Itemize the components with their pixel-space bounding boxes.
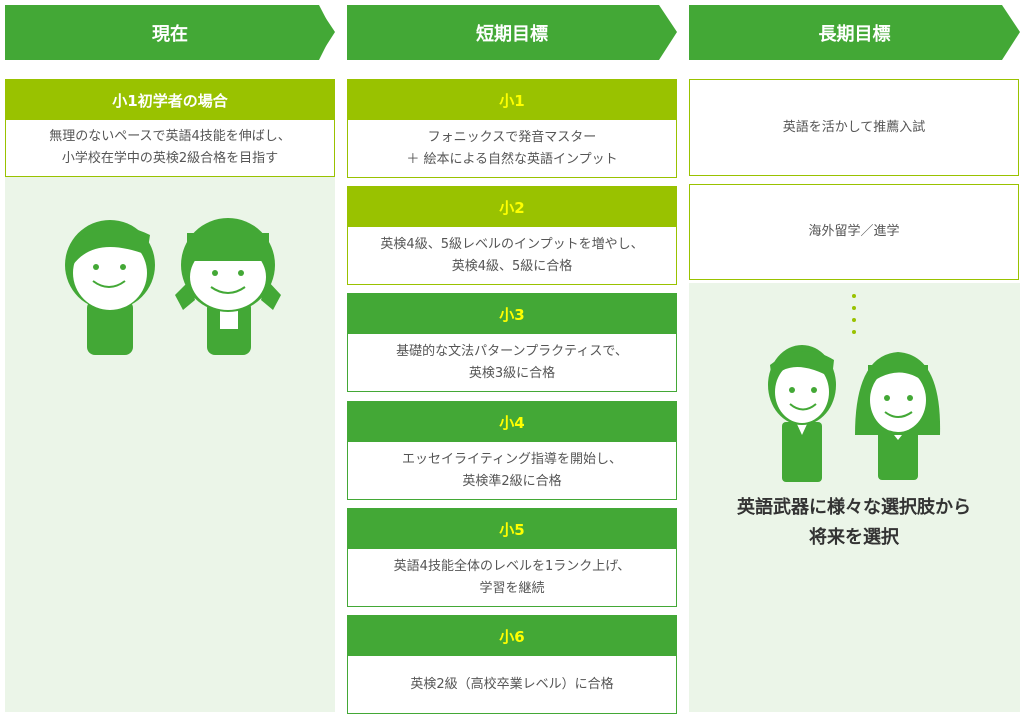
- current-card: 小1初学者の場合 無理のないペースで英語4技能を伸ばし、 小学校在学中の英検2級…: [5, 79, 335, 177]
- card-body: フォニックスで発音マスター ＋ 絵本による自然な英語インプット: [406, 129, 618, 167]
- card-body: 英検4級、5級レベルのインプットを増やし、 英検4級、5級に合格: [380, 236, 644, 274]
- header-current: 現在: [5, 5, 335, 60]
- card-title: 小6: [348, 616, 676, 656]
- card-title: 小5: [348, 509, 676, 549]
- long-term-background: [689, 283, 1020, 712]
- current-background: [5, 177, 335, 712]
- card-body: エッセイライティング指導を開始し、 英検準2級に合格: [402, 451, 622, 489]
- header-label: 短期目標: [476, 23, 548, 45]
- arrow-icon: [1002, 5, 1020, 60]
- card-body: 海外留学／進学: [808, 224, 900, 239]
- header-short-term: 短期目標: [347, 5, 677, 60]
- card-body: 英語を活かして推薦入試: [782, 119, 926, 135]
- long-term-message: 英語武器に様々な選択肢から 将来を選択: [737, 497, 971, 548]
- arrow-icon: [659, 5, 677, 60]
- card-title: 小1初学者の場合: [6, 80, 334, 120]
- children-illustration: [65, 218, 281, 355]
- arrow-icon: [317, 5, 335, 60]
- header-label: 長期目標: [818, 23, 891, 45]
- grade-card-3: 小3 基礎的な文法パターンプラクティスで、 英検3級に合格: [347, 293, 677, 392]
- grade-card-4: 小4 エッセイライティング指導を開始し、 英検準2級に合格: [347, 401, 677, 500]
- card-body: 無理のないペースで英語4技能を伸ばし、 小学校在学中の英検2級合格を目指す: [49, 129, 291, 166]
- card-title: 小1: [348, 80, 676, 120]
- card-title: 小3: [348, 294, 676, 334]
- header-long-term: 長期目標: [689, 5, 1020, 60]
- header-label: 現在: [152, 23, 188, 45]
- dots-icon: [852, 294, 856, 334]
- card-body: 英語4技能全体のレベルを1ランク上げ、 学習を継続: [393, 558, 631, 596]
- adults-illustration: [768, 345, 941, 482]
- grade-card-1: 小1 フォニックスで発音マスター ＋ 絵本による自然な英語インプット: [347, 79, 677, 178]
- grade-card-6: 小6 英検2級（高校卒業レベル）に合格: [347, 615, 677, 714]
- goal-card-2: 海外留学／進学: [689, 184, 1019, 280]
- card-body: 基礎的な文法パターンプラクティスで、 英検3級に合格: [396, 343, 628, 381]
- card-body: 英検2級（高校卒業レベル）に合格: [410, 676, 614, 692]
- goal-card-1: 英語を活かして推薦入試: [689, 79, 1019, 176]
- grade-card-5: 小5 英語4技能全体のレベルを1ランク上げ、 学習を継続: [347, 508, 677, 607]
- card-title: 小4: [348, 402, 676, 442]
- grade-card-2: 小2 英検4級、5級レベルのインプットを増やし、 英検4級、5級に合格: [347, 186, 677, 285]
- card-title: 小2: [348, 187, 676, 227]
